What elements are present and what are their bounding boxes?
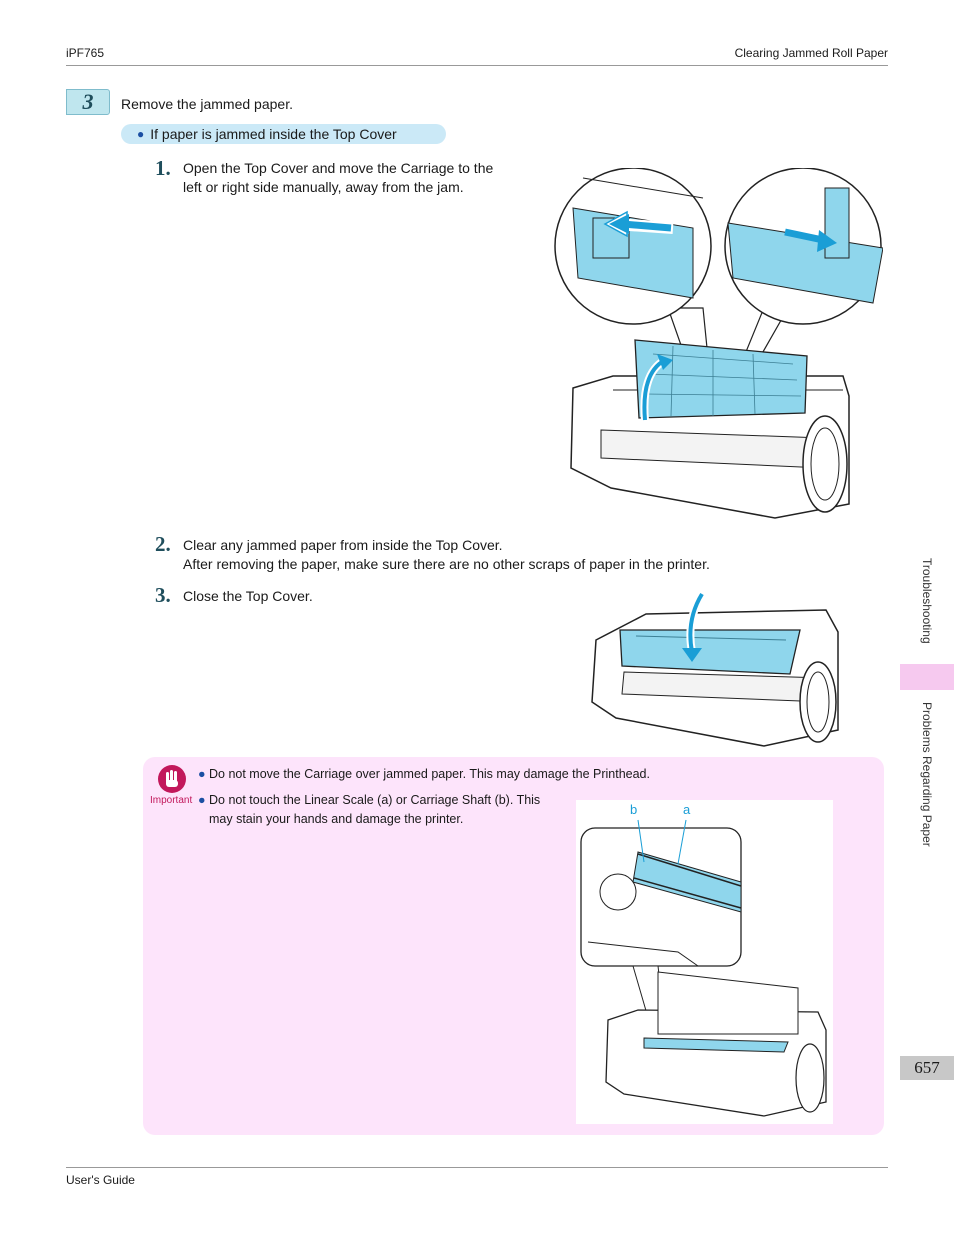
substep-1-text: Open the Top Cover and move the Carriage…: [183, 159, 493, 197]
sidebar-section-label: Troubleshooting: [920, 558, 934, 644]
header-section-title: Clearing Jammed Roll Paper: [734, 46, 888, 60]
header-rule: [66, 65, 888, 66]
substep-3-text: Close the Top Cover.: [183, 587, 313, 606]
substep-2-number: 2.: [155, 532, 171, 556]
substep-3-line-1: Close the Top Cover.: [183, 588, 313, 604]
step-number-badge: 3: [66, 89, 110, 115]
footer-rule: [66, 1167, 888, 1168]
substep-2-text: Clear any jammed paper from inside the T…: [183, 536, 710, 574]
important-bullet-2: ● Do not touch the Linear Scale (a) or C…: [198, 791, 541, 829]
substep-1-number: 1.: [155, 156, 171, 180]
important-bullet-1-line-1: Do not move the Carriage over jammed pap…: [209, 767, 650, 781]
substep-3-number: 3.: [155, 583, 171, 607]
important-bullet-2-line-2: may stain your hands and damage the prin…: [209, 812, 464, 826]
condition-pill: ● If paper is jammed inside the Top Cove…: [121, 124, 446, 144]
important-bullet-2-line-1: Do not touch the Linear Scale (a) or Car…: [209, 793, 541, 807]
close-top-cover-illustration: [591, 591, 839, 747]
step-instruction: Remove the jammed paper.: [121, 96, 293, 112]
footer-guide-name: User's Guide: [66, 1173, 135, 1187]
substep-2-line-2: After removing the paper, make sure ther…: [183, 556, 710, 572]
substep-2-line-1: Clear any jammed paper from inside the T…: [183, 537, 503, 553]
substep-1-line-2: left or right side manually, away from t…: [183, 179, 464, 195]
page-number: 657: [900, 1056, 954, 1080]
important-hand-icon: [158, 765, 186, 793]
condition-text: If paper is jammed inside the Top Cover: [150, 126, 397, 142]
sidebar-subsection-label: Problems Regarding Paper: [920, 702, 934, 847]
bullet-icon: ●: [137, 127, 145, 141]
sidebar-active-tab: [900, 664, 954, 690]
substep-1-line-1: Open the Top Cover and move the Carriage…: [183, 160, 494, 176]
important-label: Important: [150, 795, 193, 806]
callout-label-b: b: [630, 802, 638, 817]
open-top-cover-illustration: [554, 168, 883, 519]
callout-label-a: a: [683, 802, 691, 817]
linear-scale-carriage-shaft-illustration: [580, 819, 827, 1117]
important-bullet-1: ● Do not move the Carriage over jammed p…: [198, 765, 650, 784]
bullet-icon: ●: [198, 793, 206, 807]
header-product-name: iPF765: [66, 46, 105, 60]
bullet-icon: ●: [198, 767, 206, 781]
